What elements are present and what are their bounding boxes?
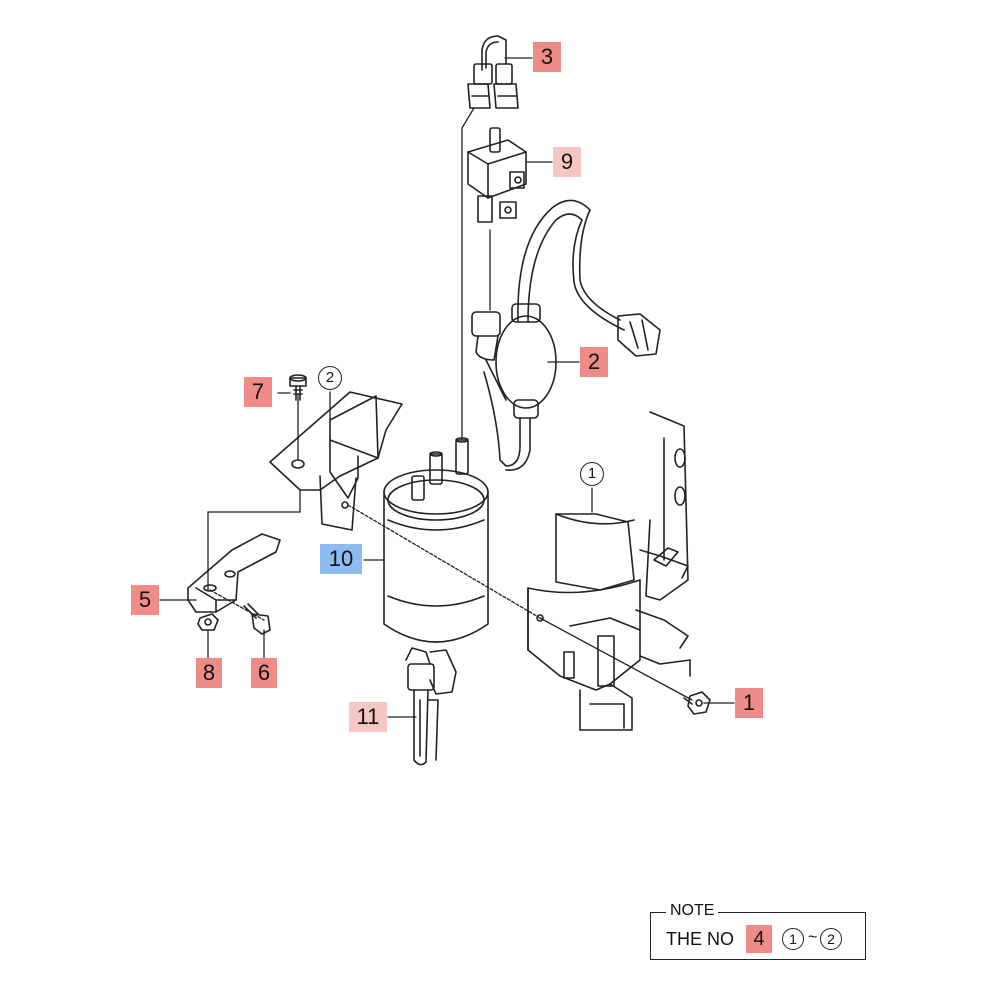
part-7-bolt xyxy=(289,374,307,401)
callout-7[interactable]: 7 xyxy=(244,377,272,407)
callout-3[interactable]: 3 xyxy=(533,42,561,72)
part-3-elbow-connector xyxy=(467,35,519,109)
part-8-nut xyxy=(197,613,219,631)
part-1-bolt xyxy=(683,691,711,715)
note-box xyxy=(650,912,866,960)
circled-ref-1-main-bracket: 1 xyxy=(580,462,604,486)
note-range-start: 1 xyxy=(782,928,804,950)
callout-2[interactable]: 2 xyxy=(580,347,608,377)
note-range-end: 2 xyxy=(820,928,842,950)
part-6-screw xyxy=(243,603,271,635)
callout-9[interactable]: 9 xyxy=(553,147,581,177)
callout-11[interactable]: 11 xyxy=(349,702,387,732)
callout-5[interactable]: 5 xyxy=(131,585,159,615)
callout-6[interactable]: 6 xyxy=(251,658,277,688)
part-10-fuel-filter xyxy=(383,437,489,643)
circled-ref-2-upper-bracket: 2 xyxy=(318,366,342,390)
part-5-lower-bracket xyxy=(187,533,281,613)
note-text: THE NO xyxy=(666,929,735,949)
callout-1[interactable]: 1 xyxy=(735,688,763,718)
note-title: NOTE xyxy=(666,901,719,921)
part-2-primer-pump xyxy=(471,199,661,471)
upper-bracket xyxy=(269,391,403,531)
main-bracket xyxy=(527,411,691,731)
note-range-separator: ~ xyxy=(808,929,818,946)
callout-8[interactable]: 8 xyxy=(196,658,222,688)
part-9-valve-block xyxy=(467,127,527,223)
callout-10[interactable]: 10 xyxy=(320,544,362,574)
part-11-sensor xyxy=(405,647,457,766)
note-part-number: 4 xyxy=(746,925,772,953)
